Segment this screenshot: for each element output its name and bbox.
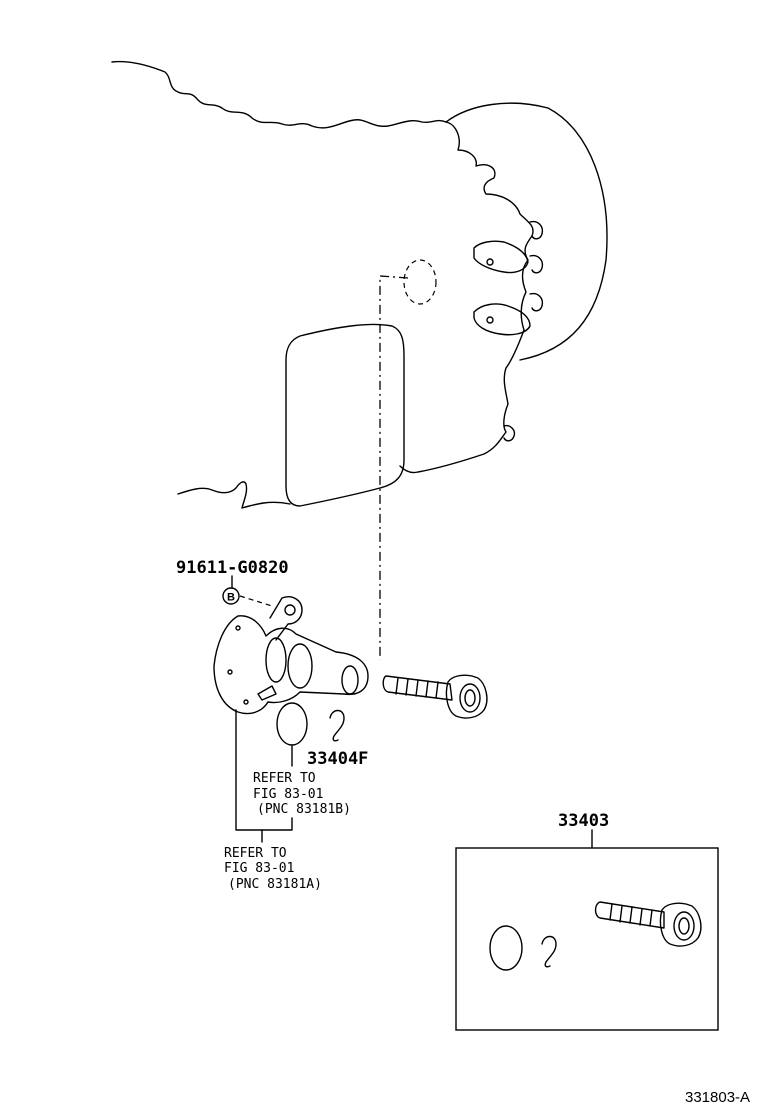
figure-code: 331803-A (685, 1089, 750, 1106)
driven-gear-part-number: 33404F (307, 749, 368, 769)
kit-box (455, 829, 719, 1031)
reference-note-a-line1: REFER TO (224, 846, 287, 861)
kit-o-ring-drawing (489, 925, 523, 971)
reference-note-b-line3: (PNC 83181B) (257, 802, 351, 817)
o-ring-drawing (276, 702, 345, 746)
driven-gear-drawing (382, 674, 488, 719)
reference-note-a-line2: FIG 83-01 (224, 861, 294, 876)
reference-note-b-line1: REFER TO (253, 771, 316, 786)
transmission-case-drawing (111, 60, 608, 660)
reference-note-b-line2: FIG 83-01 (253, 787, 323, 802)
kit-part-number: 33403 (558, 811, 609, 831)
kit-clip-drawing (541, 935, 557, 968)
reference-note-a-line3: (PNC 83181A) (228, 877, 322, 892)
bolt-part-number: 91611-G0820 (176, 558, 289, 578)
bolt-marker: B (222, 587, 240, 605)
reference-note-b: REFER TO FIG 83-01 (PNC 83181B) (253, 771, 351, 817)
reference-leaders (231, 575, 293, 843)
kit-driven-gear-drawing (594, 901, 702, 947)
bolt-marker-letter: B (227, 592, 235, 604)
reference-note-a: REFER TO FIG 83-01 (PNC 83181A) (224, 846, 322, 892)
sleeve-assembly-drawing (213, 595, 369, 715)
